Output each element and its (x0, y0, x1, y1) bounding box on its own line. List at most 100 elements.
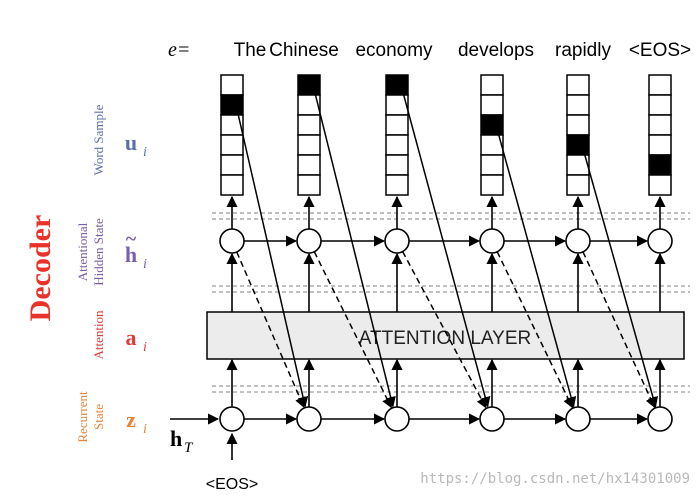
vector-cell (220, 74, 244, 96)
row-label-line: Recurrent (75, 391, 90, 443)
row-label-line: Attention (91, 310, 106, 360)
recurrent-node (647, 406, 673, 432)
hidden-state-node (479, 228, 505, 254)
row-symbol: u (125, 130, 137, 155)
row-subscript: i (143, 145, 147, 160)
column-4: develops (458, 40, 534, 432)
recurrent-node (479, 406, 505, 432)
column-6: <EOS> (629, 40, 691, 432)
row-symbol: h (125, 242, 137, 267)
recurrent-node (384, 406, 410, 432)
word-sample-vector (220, 74, 244, 196)
row-label-line: Word Sample (91, 104, 106, 175)
row-subscript: i (143, 340, 147, 355)
hidden-state-node (384, 228, 410, 254)
vector-cell (297, 154, 321, 176)
word-sample-vector (480, 74, 504, 196)
watermark: https://blog.csdn.net/hx14301009 (420, 471, 690, 487)
output-word: <EOS> (629, 40, 691, 61)
vector-cell (648, 114, 672, 136)
vector-cell (480, 154, 504, 176)
vector-cell (480, 74, 504, 96)
word-sample-vector (385, 74, 409, 196)
active-cell (480, 114, 504, 136)
hidden-state-node (647, 228, 673, 254)
vector-cell (566, 174, 590, 196)
vector-cell (220, 134, 244, 156)
diagonal-connections (235, 84, 659, 409)
dashed-separators (212, 212, 690, 393)
h-T-subscript: T (184, 440, 194, 456)
vector-cell (566, 94, 590, 116)
vector-cell (220, 154, 244, 176)
vector-cell (648, 134, 672, 156)
start-token: <EOS> (206, 476, 258, 493)
word-sample-vector (648, 74, 672, 196)
vector-cell (566, 74, 590, 96)
row-symbol: a (126, 325, 137, 350)
vector-cell (566, 114, 590, 136)
hidden-state-node (219, 228, 245, 254)
vector-cell (297, 114, 321, 136)
vector-cell (648, 74, 672, 96)
row-label-line: Attentional (75, 222, 90, 281)
output-word: The (234, 40, 267, 61)
recurrent-node (219, 406, 245, 432)
active-cell (648, 154, 672, 176)
input-feeding-arrow (313, 251, 392, 409)
column-3: economy (355, 40, 433, 432)
hidden-state-node (296, 228, 322, 254)
output-word: develops (458, 40, 534, 61)
h-T-label: h T (170, 426, 194, 456)
row-label-line: Hidden State (91, 218, 106, 286)
word-sample-vector (297, 74, 321, 196)
vector-cell (480, 174, 504, 196)
vector-cell (385, 154, 409, 176)
word-sample-vector (566, 74, 590, 196)
row-symbol: z (126, 407, 136, 432)
output-label: e= (168, 39, 190, 61)
vector-cell (648, 174, 672, 196)
feedback-arrow (495, 124, 577, 408)
active-cell (220, 94, 244, 116)
attention-layer-label: ATTENTION LAYER (359, 328, 531, 349)
row-subscript: i (143, 422, 147, 437)
output-word: economy (355, 40, 433, 61)
input-feeding-arrow (496, 251, 574, 409)
vector-cell (297, 174, 321, 196)
hidden-state-node (565, 228, 591, 254)
column-1: The (219, 40, 267, 432)
row-label-line: State (91, 404, 106, 430)
feedback-arrow (235, 104, 309, 408)
vector-cell (480, 94, 504, 116)
vector-cell (385, 134, 409, 156)
output-word: Chinese (269, 40, 339, 61)
recurrent-node (296, 406, 322, 432)
active-cell (566, 134, 590, 156)
vector-cell (297, 134, 321, 156)
vector-cell (385, 174, 409, 196)
vector-cell (220, 174, 244, 196)
h-T-symbol: h (170, 426, 182, 451)
attention-layer-box (206, 311, 685, 360)
output-word: rapidly (555, 40, 611, 61)
active-cell (385, 74, 409, 96)
feedback-arrow (581, 144, 659, 408)
input-feeding-arrow (582, 251, 656, 409)
input-feeding-arrow (236, 251, 305, 409)
decoder-title-text: Decoder (24, 215, 57, 322)
column-5: rapidly (555, 40, 611, 432)
tilde-mark: ~ (126, 228, 137, 250)
vector-cell (385, 114, 409, 136)
feedback-arrow (400, 84, 491, 408)
column-2: Chinese (269, 40, 339, 432)
active-cell (297, 74, 321, 96)
